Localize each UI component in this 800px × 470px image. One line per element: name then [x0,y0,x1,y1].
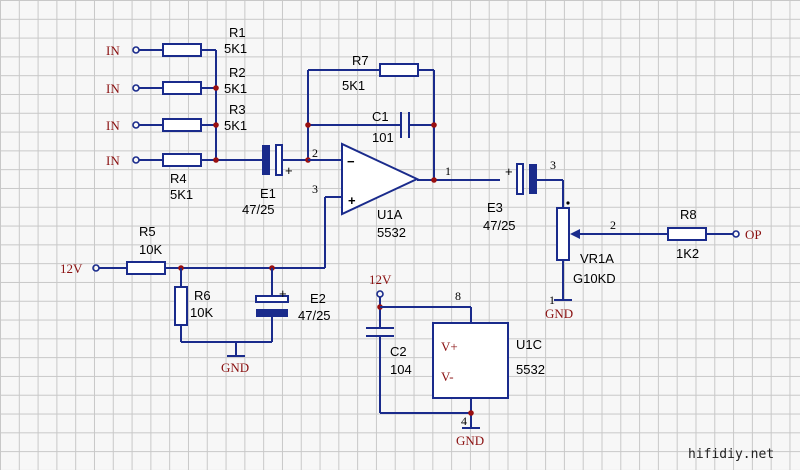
e2-ref: E2 [310,291,326,306]
e3-plus-sign: + [505,164,513,179]
r1-ref: R1 [229,25,246,40]
output-stage [667,227,740,241]
u1c-pin-vplus: V+ [441,339,458,354]
net-label-op: OP [745,227,762,242]
terminal-12v-mid [376,290,384,298]
terminal-in-4 [132,156,140,164]
r2-value: 5K1 [224,81,247,96]
u1a-pin-3: 3 [312,182,318,196]
terminal-in-2 [132,84,140,92]
e1-ref: E1 [260,186,276,201]
net-label-in-2: IN [106,81,120,96]
terminal-in-3 [132,121,140,129]
resistor-r8 [667,227,707,241]
net-label-12v-left: 12V [60,261,83,276]
r7-value: 5K1 [342,78,365,93]
capacitor-e3: + [505,163,564,208]
u1a-pin-2: 2 [312,146,318,160]
ic-u1c [432,322,509,399]
c1-ref: C1 [372,109,389,124]
r5-ref: R5 [139,224,156,239]
u1c-value: 5532 [516,362,545,377]
vr-pin-2: 2 [610,218,616,232]
e2-value: 47/25 [298,308,331,323]
u1a-ref: U1A [377,207,403,222]
u1a-value: 5532 [377,225,406,240]
terminal-in-1 [132,46,140,54]
vr1a-value: G10KD [573,271,616,286]
resistor-r2 [162,81,202,95]
c2-value: 104 [390,362,412,377]
input-resistors [139,43,262,167]
u1c-ref: U1C [516,337,542,352]
resistor-r6 [174,286,188,326]
r4-value: 5K1 [170,187,193,202]
e3-value: 47/25 [483,218,516,233]
input-terminals: IN IN IN IN [106,43,140,168]
net-label-gnd-3: GND [456,433,484,448]
capacitor-e1: + [262,144,308,178]
c1-value: 101 [372,130,394,145]
r6-value: 10K [190,305,213,320]
r3-value: 5K1 [224,118,247,133]
r2-ref: R2 [229,65,246,80]
feedback-network [305,63,437,180]
resistor-r1 [162,43,202,57]
e3-ref: E3 [487,200,503,215]
resistor-r4 [162,153,202,167]
resistor-r7 [379,63,419,77]
terminal-op [732,230,740,238]
r1-value: 5K1 [224,41,247,56]
c2-ref: C2 [390,344,407,359]
power-section: V+ V- [366,290,509,429]
capacitor-e2-positive [255,295,289,303]
opamp-u1a: − + [308,142,500,216]
e2-plus-sign: + [279,286,287,301]
u1a-pin-1: 1 [445,164,451,178]
resistor-r3 [162,118,202,132]
bias-network: + [92,197,326,357]
r8-value: 1K2 [676,246,699,261]
capacitor-e2-negative [256,309,288,317]
terminal-12v-left [92,264,100,272]
net-label-in-3: IN [106,118,120,133]
r7-ref: R7 [352,53,369,68]
u1c-pin-vminus: V- [441,369,454,384]
net-label-gnd-2: GND [545,306,573,321]
net-label-gnd-1: GND [221,360,249,375]
watermark: hifidiy.net [688,447,774,462]
r4-ref: R4 [170,171,187,186]
resistor-r5 [126,261,166,275]
net-label-in-4: IN [106,153,120,168]
r5-value: 10K [139,242,162,257]
vr-pin-1: 1 [549,293,555,307]
net-label-12v-mid: 12V [369,272,392,287]
vr1a-ref: VR1A [580,251,614,266]
potentiometer-vr1a [554,201,668,301]
net-label-in-1: IN [106,43,120,58]
r3-ref: R3 [229,102,246,117]
r6-ref: R6 [194,288,211,303]
vr-pin-3: 3 [550,158,556,172]
u1a-minus-sign: − [347,154,355,169]
u1c-pin-4: 4 [461,414,467,428]
e1-plus-sign: + [285,163,293,178]
u1c-pin-8: 8 [455,289,461,303]
e1-value: 47/25 [242,202,275,217]
wiper-arrow [570,229,580,239]
r8-ref: R8 [680,207,697,222]
u1a-plus-sign: + [348,193,356,208]
